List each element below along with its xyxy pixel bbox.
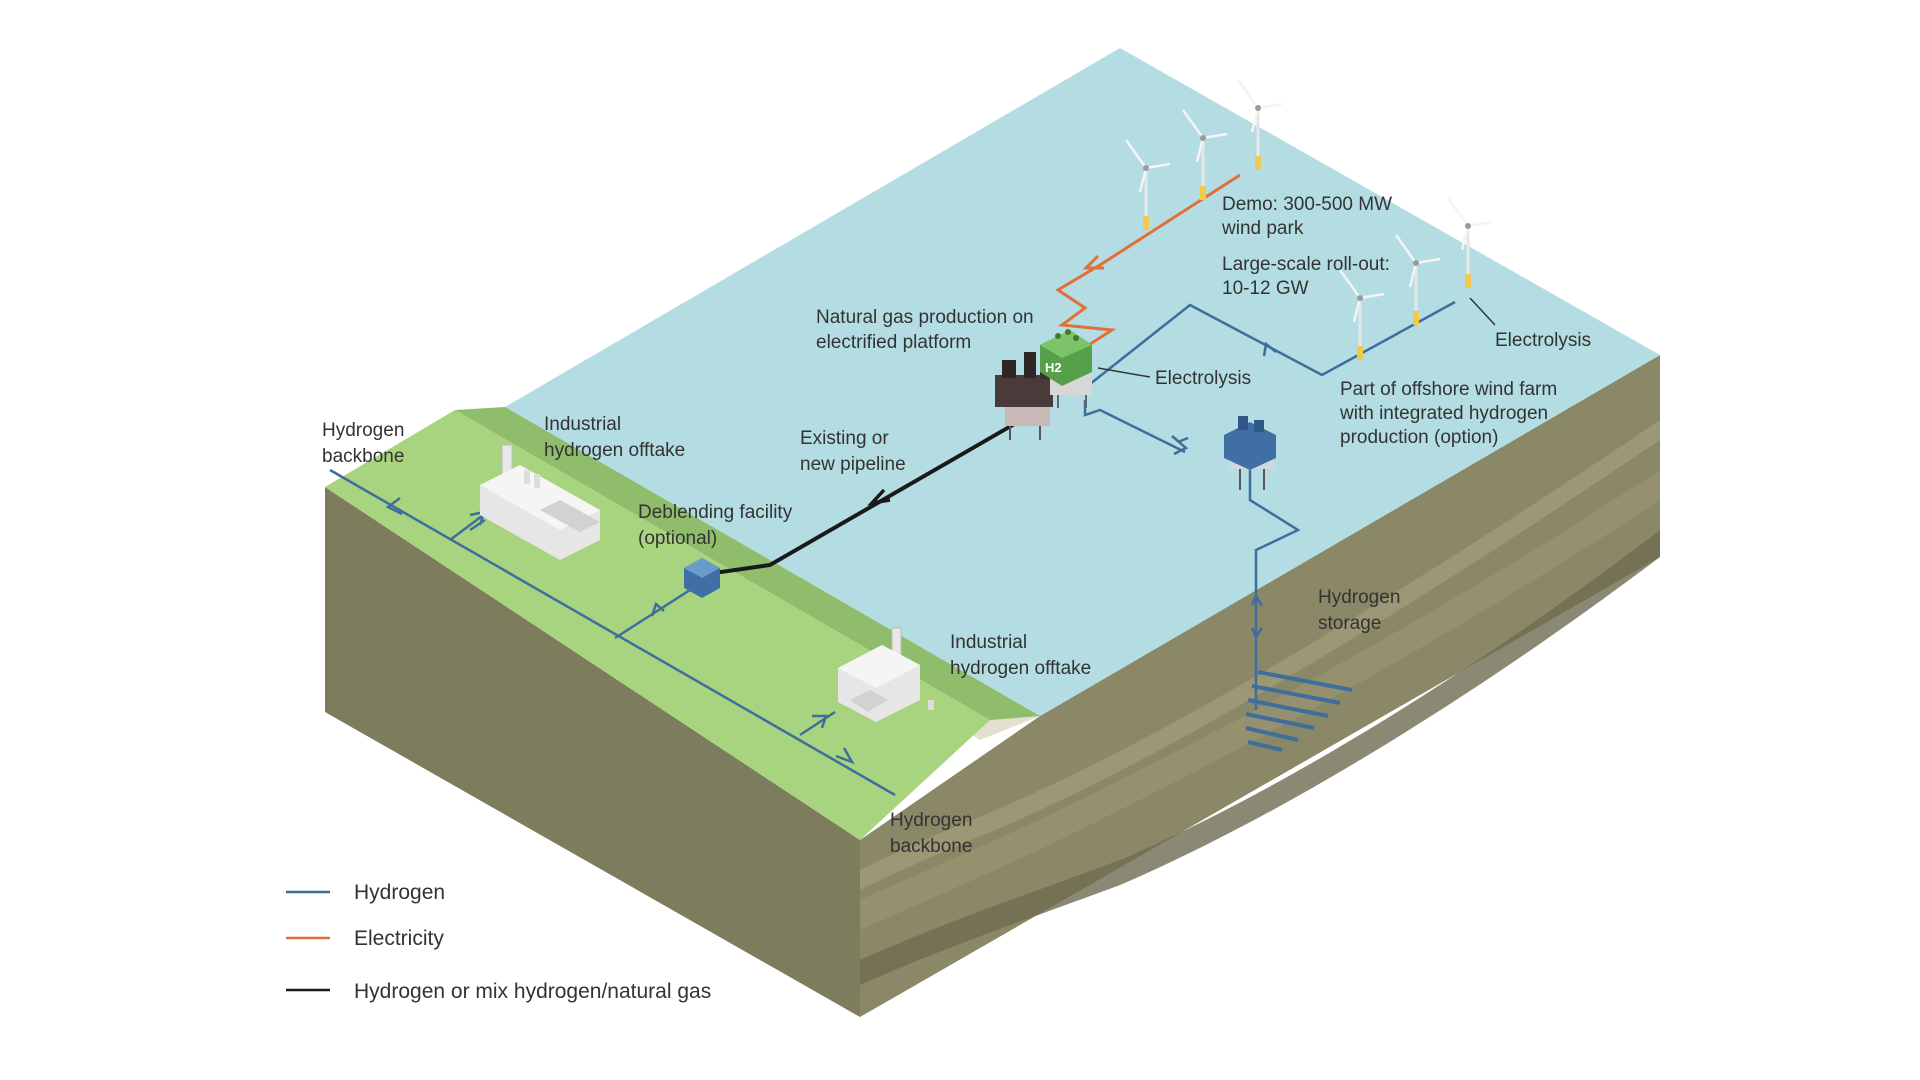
wind-turbine xyxy=(1446,197,1493,288)
offshore-wind-farm-label-2: with integrated hydrogen xyxy=(1339,403,1548,424)
electricity-line xyxy=(1055,173,1241,354)
legend: Hydrogen Electricity Hydrogen or mix hyd… xyxy=(286,881,711,1003)
wind-turbine xyxy=(1394,234,1441,325)
deblending-label-1: Deblending facility xyxy=(638,502,793,523)
industrial-offtake-bottom-label-2: hydrogen offtake xyxy=(950,658,1091,679)
electrolysis-platform: H2 xyxy=(1040,329,1092,408)
demo-wind-park-label-1: Demo: 300-500 MW xyxy=(1222,194,1392,215)
diagram-labels: Demo: 300-500 MW wind park Large-scale r… xyxy=(322,194,1591,857)
large-scale-rollout-label-1: Large-scale roll-out: xyxy=(1222,254,1390,275)
industrial-offtake-top-label-1: Industrial xyxy=(544,414,621,435)
electrolysis-leader-b xyxy=(1469,297,1496,326)
electricity-arrow xyxy=(1082,254,1104,270)
strata-band xyxy=(860,530,1660,985)
earth-block xyxy=(325,355,1660,1017)
deblending-facility xyxy=(684,558,720,598)
pipeline-label-2: new pipeline xyxy=(800,454,906,475)
offshore-wind-farm-label-3: production (option) xyxy=(1340,427,1498,448)
hydrogen-storage-label-1: Hydrogen xyxy=(1318,587,1400,608)
wind-turbine xyxy=(1338,269,1385,360)
mix-gas-pipeline-arrow xyxy=(867,488,891,506)
wind-turbine xyxy=(1181,109,1228,200)
legend-label-hydrogen: Hydrogen xyxy=(354,881,445,904)
legend-label-electricity: Electricity xyxy=(354,927,444,950)
demo-wind-park-label-2: wind park xyxy=(1221,218,1304,239)
wind-turbine xyxy=(1124,139,1171,230)
deblending-label-2: (optional) xyxy=(638,528,717,549)
industrial-offtake-bottom-label-1: Industrial xyxy=(950,632,1027,653)
hydrogen-backbone-top-label-1: Hydrogen xyxy=(322,420,404,441)
hydrogen-backbone-bottom-label-1: Hydrogen xyxy=(890,810,972,831)
h2-badge: H2 xyxy=(1045,360,1062,375)
natural-gas-platform-label-1: Natural gas production on xyxy=(816,307,1034,328)
strata-band xyxy=(860,470,1660,930)
industrial-facility-bottom xyxy=(838,627,934,722)
electrolysis-label-windfarm: Electrolysis xyxy=(1495,330,1591,351)
offshore-hydrogen-arrows xyxy=(1171,341,1277,640)
hydrogen-storage-reservoir xyxy=(1245,670,1353,752)
offshore-wind-farm-label-1: Part of offshore wind farm xyxy=(1340,379,1557,400)
hydrogen-backbone-bottom-label-2: backbone xyxy=(890,836,972,857)
strata-band xyxy=(860,420,1660,890)
mix-gas-pipeline xyxy=(699,413,1031,577)
legend-label-mix: Hydrogen or mix hydrogen/natural gas xyxy=(354,980,711,1003)
industrial-offtake-top-label-2: hydrogen offtake xyxy=(544,440,685,461)
industrial-facility-top xyxy=(480,444,600,560)
electrolysis-label-platform: Electrolysis xyxy=(1155,368,1251,389)
wind-turbines xyxy=(1124,79,1493,360)
natural-gas-platform xyxy=(995,352,1053,440)
pipeline-label-1: Existing or xyxy=(800,428,889,449)
earth-left-face xyxy=(325,487,860,1017)
hydrogen-backbone-top-label-2: backbone xyxy=(322,446,404,467)
electrolysis-leader-a xyxy=(1097,367,1151,378)
hydrogen-storage-label-2: storage xyxy=(1318,613,1381,634)
large-scale-rollout-label-2: 10-12 GW xyxy=(1222,278,1309,299)
offshore-hydrogen-platform xyxy=(1224,416,1276,490)
wind-turbine xyxy=(1236,79,1283,170)
natural-gas-platform-label-2: electrified platform xyxy=(816,332,971,353)
